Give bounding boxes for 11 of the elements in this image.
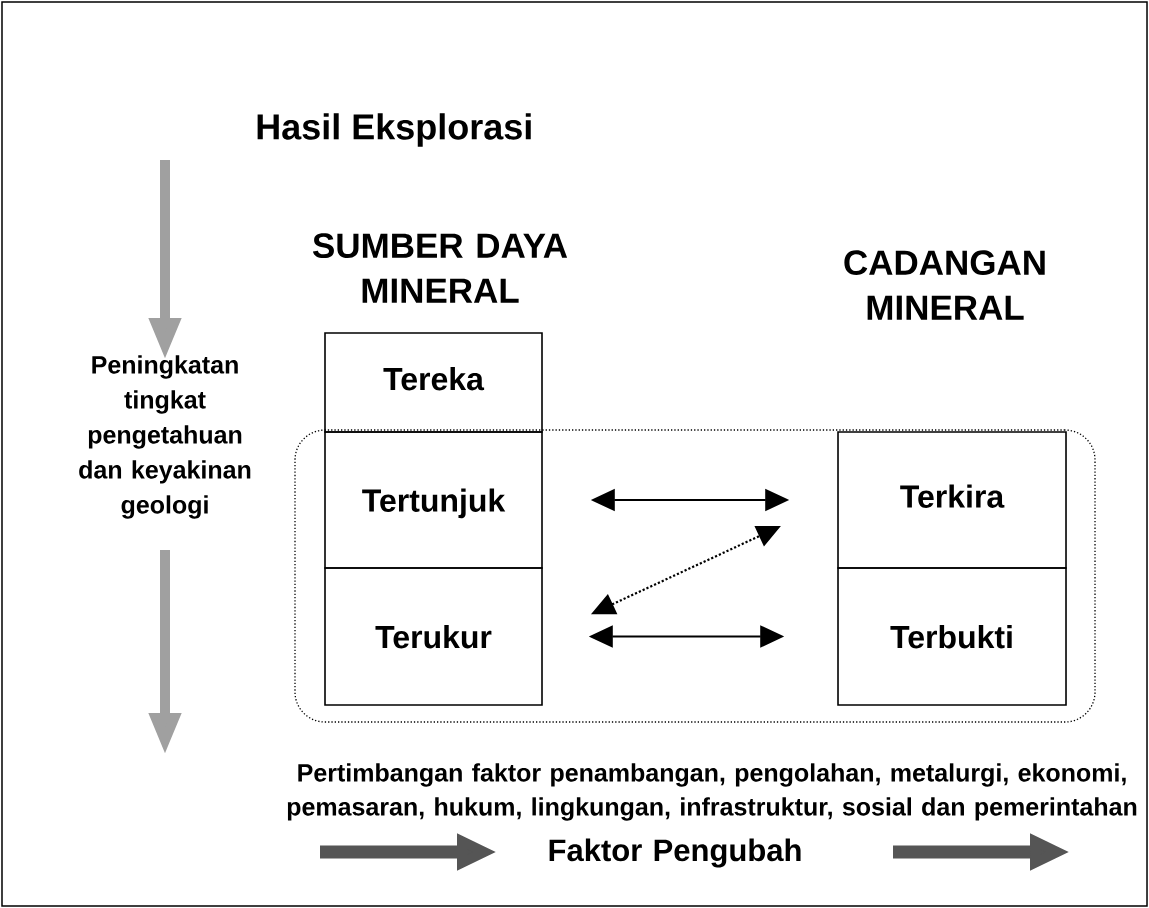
caption-text: Faktor Pengubah xyxy=(549,838,801,868)
side-note: Peningkatan tingkat pengetahuan dan keyakinan geologi xyxy=(79,355,251,519)
title: Hasil Eksplorasi xyxy=(257,113,531,147)
dotted-region xyxy=(294,429,1096,723)
category-box: Terkira xyxy=(837,431,1067,569)
category-box: Terukur xyxy=(324,567,543,706)
category-box: Terbukti xyxy=(837,567,1067,706)
note-text: Pertimbangan faktor penambangan, pengolahan, metalurgi, ekonomi, pemasaran, hukum, lingkungan, infrastruktur, sosial dan pemerintahan xyxy=(287,763,1137,821)
category-box: Tertunjuk xyxy=(324,431,543,569)
column-heading: CADANGAN MINERAL xyxy=(844,250,1045,320)
category-box: Tereka xyxy=(324,332,543,433)
